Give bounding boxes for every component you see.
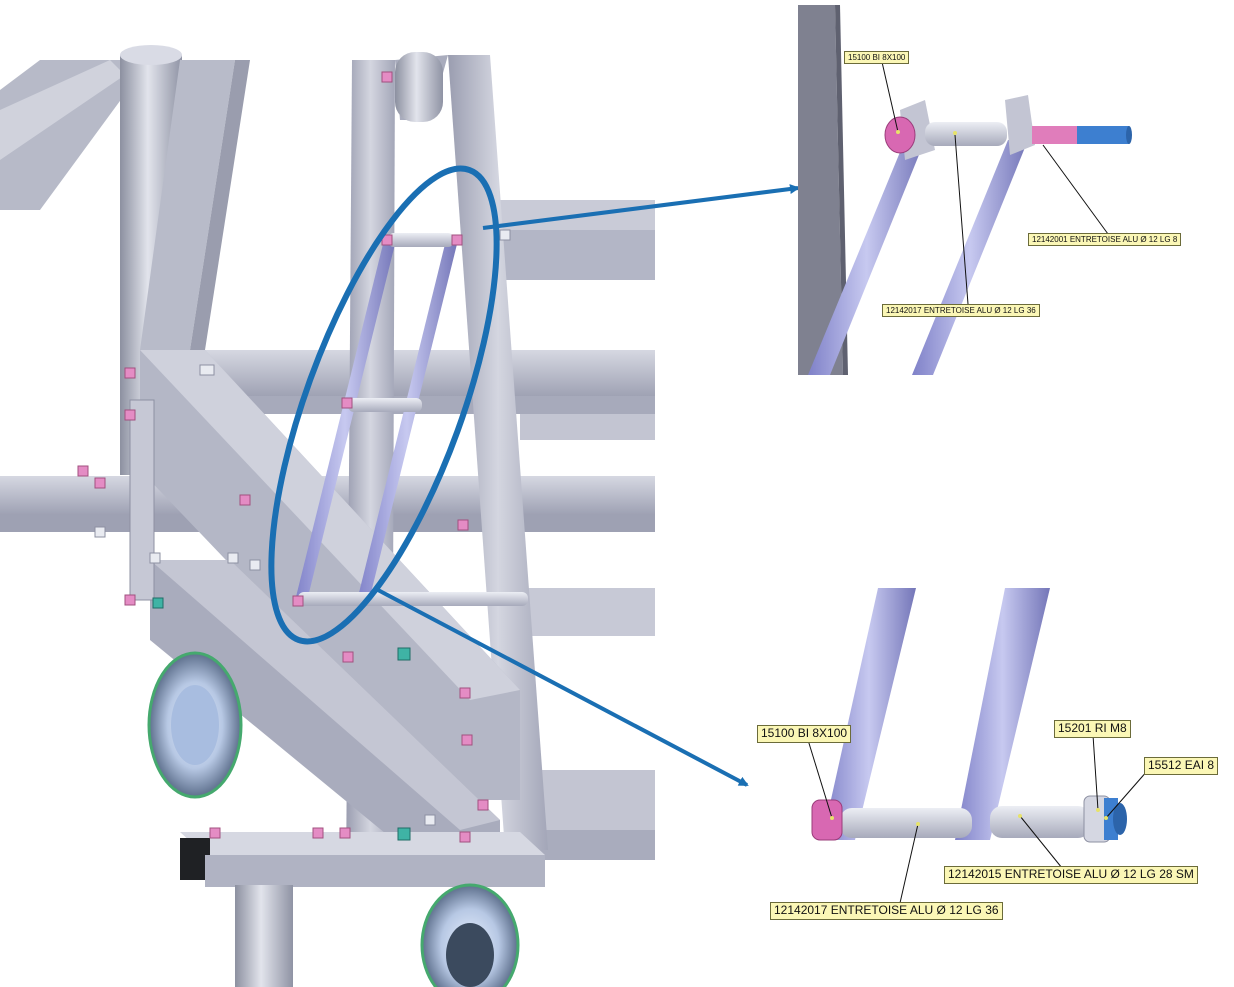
label-top-spacer-36: 12142017 ENTRETOISE ALU Ø 12 LG 36 [882,304,1040,318]
label-bottom-nut: 15201 RI M8 [1054,720,1131,738]
main-assembly-view [0,45,655,987]
swing-arm [294,233,528,606]
label-bottom-spacer-36: 12142017 ENTRETOISE ALU Ø 12 LG 36 [770,902,1003,920]
casters [147,651,520,987]
bottom-detail-view [807,588,1149,904]
highlight-ellipse [268,165,500,645]
base-beam [180,832,545,887]
arrow-to-top-detail [482,184,800,230]
label-bottom-bolt: 15100 BI 8X100 [757,725,852,743]
diagonal-beams [140,350,520,870]
label-top-spacer-8: 12142001 ENTRETOISE ALU Ø 12 LG 8 [1028,233,1182,247]
arrow-to-bottom-detail [377,588,749,787]
label-top-bolt: 15100 BI 8X100 [844,51,910,65]
washers [94,229,511,826]
label-bottom-spacer-28: 12142015 ENTRETOISE ALU Ø 12 LG 28 SM [944,866,1198,884]
label-bottom-washer: 15512 EAI 8 [1144,757,1219,775]
nuts [152,597,411,841]
bolt-heads [77,71,489,843]
side-plate [129,399,155,601]
